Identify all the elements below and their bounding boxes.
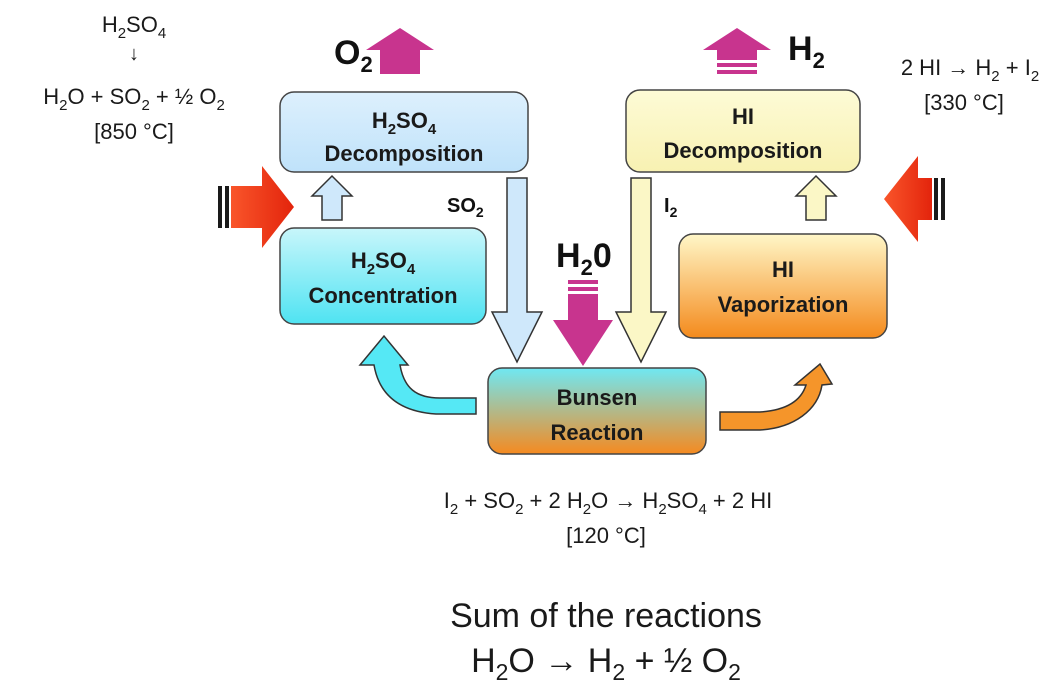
svg-text:H2SO4: H2SO4 — [351, 248, 416, 278]
o2-up-arrow-icon — [366, 28, 434, 74]
hi-decomposition-reaction: 2 HI → H2 + I2 [330 °C] — [901, 55, 1039, 115]
bunsen-reaction-equation: I2 + SO2 + 2 H2O → H2SO4 + 2 HI [120 °C] — [444, 488, 772, 548]
h2so4-decomposition-reaction: H2SO4 ↓ H2O + SO2 + ½ O2 [850 °C] — [43, 12, 225, 144]
summary-equation: H2O → H2 + ½ O2 — [471, 642, 741, 685]
label-main: H — [372, 108, 388, 133]
svg-text:↓: ↓ — [129, 43, 139, 65]
h2o-label: H20 — [556, 237, 612, 280]
h2-label: H2 — [788, 30, 825, 73]
so2-down-arrow-icon — [490, 177, 544, 364]
svg-text:I2 + SO2 + 2 H2O → H2SO4 + 2 H: I2 + SO2 + 2 H2O → H2SO4 + 2 HI — [444, 488, 772, 518]
box-h2so4-decomposition: H2SO4 Decomposition — [279, 91, 529, 173]
svg-text:Decomposition: Decomposition — [664, 138, 823, 163]
svg-text:2 HI → H2 + I2: 2 HI → H2 + I2 — [901, 55, 1039, 85]
h2o-down-arrow-icon — [553, 280, 613, 366]
svg-text:Vaporization: Vaporization — [718, 292, 849, 317]
heat-input-arrow-right-icon — [884, 156, 945, 242]
svg-text:[120 °C]: [120 °C] — [566, 523, 646, 548]
box-hi-vaporization: HI Vaporization — [678, 233, 888, 339]
svg-text:HI: HI — [732, 104, 754, 129]
summary-title: Sum of the reactions — [450, 597, 762, 635]
up-arrow-icon — [310, 174, 354, 221]
svg-text:H2O + SO2 + ½ O2: H2O + SO2 + ½ O2 — [43, 84, 225, 114]
box-bunsen-reaction: Bunsen Reaction — [487, 367, 707, 455]
o2-label: O2 — [334, 34, 373, 77]
curved-arrow-to-vaporization-icon — [719, 362, 834, 431]
svg-text:[330 °C]: [330 °C] — [924, 90, 1004, 115]
svg-text:H2SO4: H2SO4 — [372, 108, 437, 138]
curved-arrow-to-concentration-icon — [358, 334, 477, 415]
box-h2so4-concentration: H2SO4 Concentration — [279, 227, 487, 325]
svg-text:H2SO4: H2SO4 — [102, 12, 166, 42]
i2-down-arrow-icon — [614, 177, 668, 364]
svg-text:Reaction: Reaction — [551, 420, 644, 445]
summary: Sum of the reactions H2O → H2 + ½ O2 — [450, 597, 762, 685]
svg-text:HI: HI — [772, 257, 794, 282]
heat-input-arrow-left-icon — [218, 166, 294, 248]
i2-label: I2 — [664, 195, 678, 220]
box-hi-decomposition: HI Decomposition — [625, 89, 861, 173]
box-label: Concentration — [308, 283, 457, 308]
svg-text:Bunsen: Bunsen — [557, 385, 638, 410]
h2-up-arrow-icon — [703, 28, 771, 74]
so2-label: SO2 — [447, 195, 484, 220]
up-arrow-icon — [794, 174, 838, 221]
svg-text:[850 °C]: [850 °C] — [94, 119, 174, 144]
box-label: Decomposition — [325, 141, 484, 166]
